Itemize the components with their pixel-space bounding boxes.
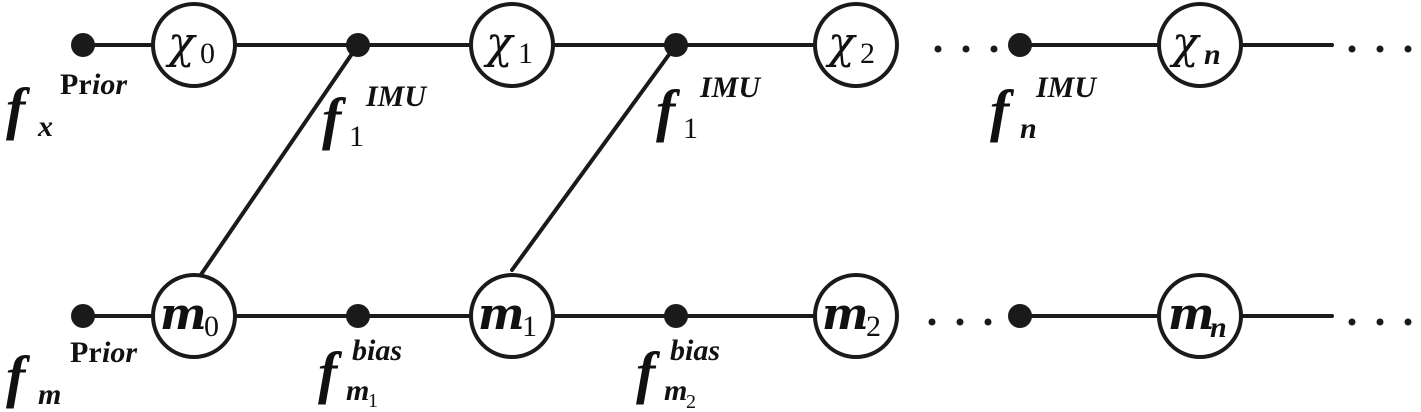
label-prior-x-sup-a: Pr — [60, 68, 92, 101]
node-x0-subscript: 0 — [200, 37, 215, 70]
edge-m1-imu1b — [510, 43, 678, 272]
ellipsis-bottom-mid — [928, 318, 992, 326]
label-prior-m: f m Pr ior — [6, 336, 137, 411]
factor-prior-m — [71, 304, 95, 328]
label-prior-x-sup-b: ior — [92, 68, 127, 101]
node-x2: χ 2 — [813, 2, 899, 88]
label-prior-m-f: f — [6, 344, 31, 409]
edge-m0-imu1a — [198, 43, 360, 278]
node-x1-subscript: 1 — [518, 37, 533, 70]
node-x1: χ 1 — [469, 2, 555, 88]
label-imu-1a-f: f — [322, 86, 347, 151]
label-bias-m1: f m 1 bias — [318, 334, 402, 412]
factor-prior-x — [71, 33, 95, 57]
label-imu-1b: f 1 IMU — [656, 71, 761, 145]
label-prior-m-sub: m — [38, 378, 61, 411]
factor-bias-mn — [1008, 304, 1032, 328]
ellipsis-top-end — [1348, 45, 1412, 53]
factor-bias-m1 — [346, 304, 370, 328]
node-xn-symbol: χ — [1169, 18, 1201, 69]
label-bias-m1-f: f — [318, 340, 343, 405]
node-mn-symbol: m — [1168, 289, 1215, 340]
node-x2-symbol: χ — [825, 18, 857, 69]
label-prior-x: f x Pr ior — [6, 68, 127, 143]
label-imu-n: f n IMU — [990, 71, 1097, 145]
label-bias-m2-f: f — [636, 340, 661, 405]
node-m2: m 2 — [813, 273, 899, 359]
node-xn: χ n — [1157, 2, 1243, 88]
node-m0-symbol: m — [160, 289, 207, 340]
node-mn-subscript: n — [1210, 311, 1227, 344]
label-imu-n-sub: n — [1020, 112, 1037, 145]
label-prior-m-sup-a: Pr — [70, 336, 102, 369]
label-bias-m2-sup: bias — [670, 334, 720, 367]
node-m1-symbol: m — [478, 289, 525, 340]
node-m0-subscript: 0 — [204, 310, 219, 343]
label-imu-1a-sub: 1 — [349, 120, 364, 153]
factor-imu-n — [1008, 33, 1032, 57]
node-x2-subscript: 2 — [860, 37, 875, 70]
factor-imu-1b — [664, 33, 688, 57]
label-imu-1a-sup: IMU — [365, 80, 427, 113]
factor-bias-m2 — [664, 304, 688, 328]
label-bias-m1-sub: m — [346, 374, 369, 407]
node-m2-subscript: 2 — [866, 310, 881, 343]
node-xn-subscript: n — [1204, 38, 1221, 71]
factor-imu-1a — [346, 33, 370, 57]
node-m0: m 0 — [151, 273, 237, 359]
node-x1-symbol: χ — [483, 18, 515, 69]
node-m1-subscript: 1 — [522, 310, 537, 343]
label-imu-n-f: f — [990, 78, 1015, 143]
label-imu-1a: f 1 IMU — [322, 80, 427, 153]
label-prior-m-sup-b: ior — [102, 336, 137, 369]
node-m2-symbol: m — [822, 289, 869, 340]
label-imu-1b-f: f — [656, 78, 681, 143]
label-bias-m1-subsub: 1 — [368, 390, 378, 412]
node-x0: χ 0 — [151, 2, 237, 88]
ellipsis-bottom-end — [1348, 318, 1412, 326]
label-bias-m2-subsub: 2 — [686, 391, 696, 412]
label-bias-m2-sub: m — [664, 374, 687, 407]
node-mn: m n — [1157, 273, 1243, 359]
node-x0-symbol: χ — [165, 18, 197, 69]
label-prior-x-sub: x — [37, 110, 53, 143]
label-imu-1b-sub: 1 — [683, 112, 698, 145]
node-m1: m 1 — [469, 273, 555, 359]
label-imu-n-sup: IMU — [1035, 71, 1097, 104]
label-prior-x-f: f — [6, 76, 31, 141]
label-bias-m1-sup: bias — [352, 334, 402, 367]
label-bias-m2: f m 2 bias — [636, 334, 720, 412]
ellipsis-top-mid — [934, 45, 998, 53]
label-imu-1b-sup: IMU — [699, 71, 761, 104]
